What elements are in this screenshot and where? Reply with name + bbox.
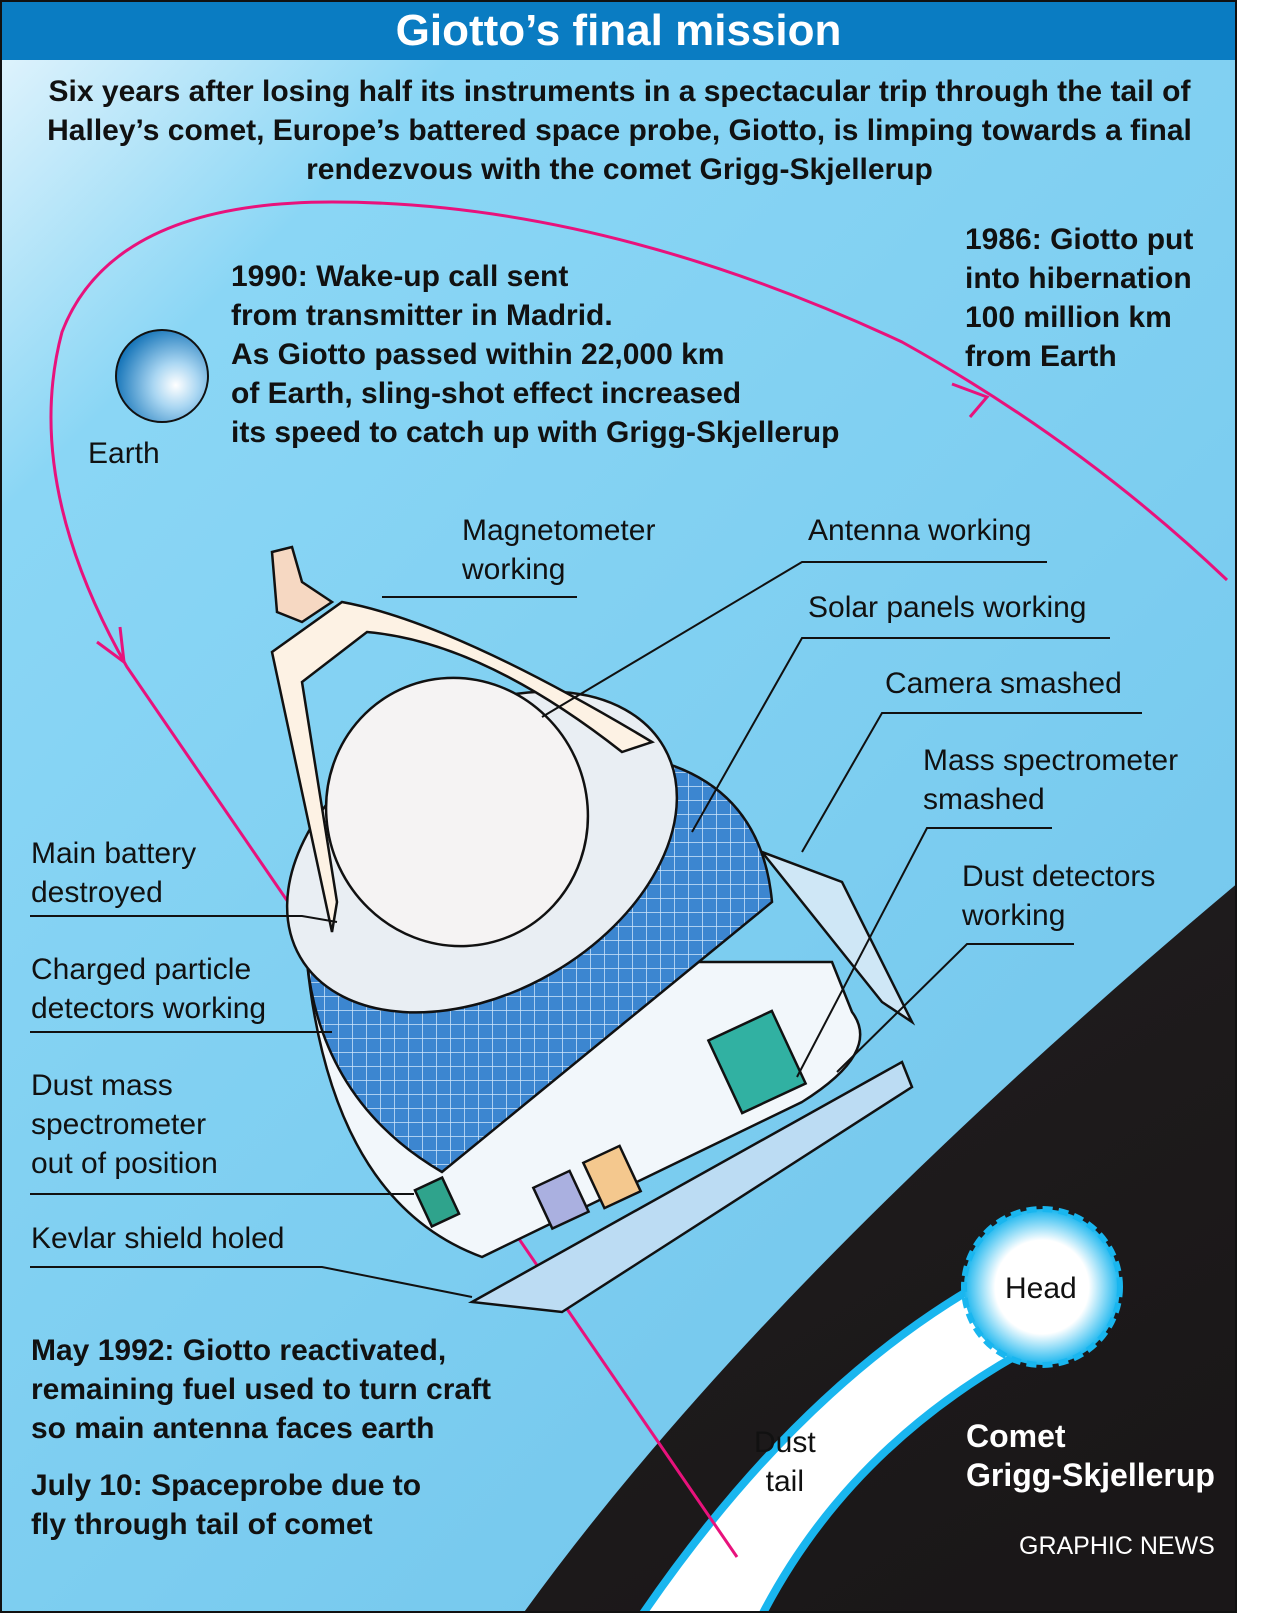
dust-tail-label: Dust tail	[754, 1423, 816, 1501]
label-charged-particle: Charged particle detectors working	[31, 950, 266, 1028]
note-line: from Earth	[965, 340, 1117, 373]
earth-icon	[115, 329, 209, 423]
label-magnetometer: Magnetometer working	[462, 511, 655, 589]
credit: GRAPHIC NEWS	[1019, 1532, 1215, 1560]
note-line: so main antenna faces earth	[31, 1412, 435, 1445]
space-region	[524, 885, 1235, 1611]
label-line: Magnetometer	[462, 514, 656, 547]
label-line: Main battery	[31, 837, 197, 870]
label-line: Mass spectrometer	[923, 744, 1179, 777]
label-solar-panels: Solar panels working	[808, 591, 1087, 624]
label-line: Dust	[754, 1426, 816, 1459]
note-line: 100 million km	[965, 301, 1172, 334]
note-line: its speed to catch up with Grigg-Skjelle…	[231, 416, 840, 449]
label-mass-spectrometer: Mass spectrometer smashed	[923, 741, 1178, 819]
illustration	[30, 200, 1235, 1611]
note-line: 1990: Wake-up call sent	[231, 260, 569, 293]
label-line: detectors working	[31, 992, 267, 1025]
note-line: As Giotto passed within 22,000 km	[231, 338, 725, 371]
label-camera: Camera smashed	[885, 667, 1122, 700]
intro-text: Six years after losing half its instrume…	[47, 75, 1192, 186]
label-line: Comet	[966, 1418, 1066, 1454]
note-line: May 1992: Giotto reactivated,	[31, 1334, 447, 1367]
leader-lines	[30, 561, 1142, 1298]
note-line: 1986: Giotto put	[965, 223, 1194, 256]
label-kevlar-shield: Kevlar shield holed	[31, 1222, 285, 1255]
note-reactivated: May 1992: Giotto reactivated, remaining …	[31, 1331, 491, 1448]
note-line: into hibernation	[965, 262, 1192, 295]
orbit-path	[49, 200, 1229, 1558]
page-title: Giotto’s final mission	[2, 2, 1235, 60]
note-line: July 10: Spaceprobe due to	[31, 1469, 422, 1502]
label-line: working	[462, 553, 566, 586]
label-antenna: Antenna working	[808, 514, 1032, 547]
label-line: Charged particle	[31, 953, 252, 986]
infographic: Giotto’s final mission Six years after l…	[0, 0, 1237, 1613]
label-line: destroyed	[31, 876, 163, 909]
note-july: July 10: Spaceprobe due to fly through t…	[31, 1466, 421, 1544]
label-dust-mass-spectrometer: Dust mass spectrometer out of position	[31, 1066, 218, 1183]
note-wakeup: 1990: Wake-up call sent from transmitter…	[231, 257, 839, 452]
label-dust-detectors: Dust detectors working	[962, 857, 1155, 935]
note-hibernation: 1986: Giotto put into hibernation 100 mi…	[965, 220, 1193, 376]
label-line: spectrometer	[31, 1108, 207, 1141]
label-main-battery: Main battery destroyed	[31, 834, 196, 912]
note-line: of Earth, sling-shot effect increased	[231, 377, 742, 410]
label-line: Grigg-Skjellerup	[966, 1457, 1215, 1493]
label-line: Dust mass	[31, 1069, 173, 1102]
label-line: Dust detectors	[962, 860, 1156, 893]
label-line: tail	[765, 1465, 805, 1498]
note-line: from transmitter in Madrid.	[231, 299, 613, 332]
comet-head-label: Head	[1005, 1272, 1077, 1305]
label-line: working	[962, 899, 1066, 932]
comet-name: Comet Grigg-Skjellerup	[966, 1417, 1215, 1495]
orbit-arrow-icon	[96, 382, 990, 666]
comet-head	[961, 1206, 1123, 1368]
giotto-probe	[270, 545, 916, 1314]
label-line: out of position	[31, 1147, 218, 1180]
note-line: fly through tail of comet	[31, 1508, 373, 1541]
earth-label: Earth	[88, 437, 160, 470]
note-line: remaining fuel used to turn craft	[31, 1373, 492, 1406]
label-line: smashed	[923, 783, 1045, 816]
